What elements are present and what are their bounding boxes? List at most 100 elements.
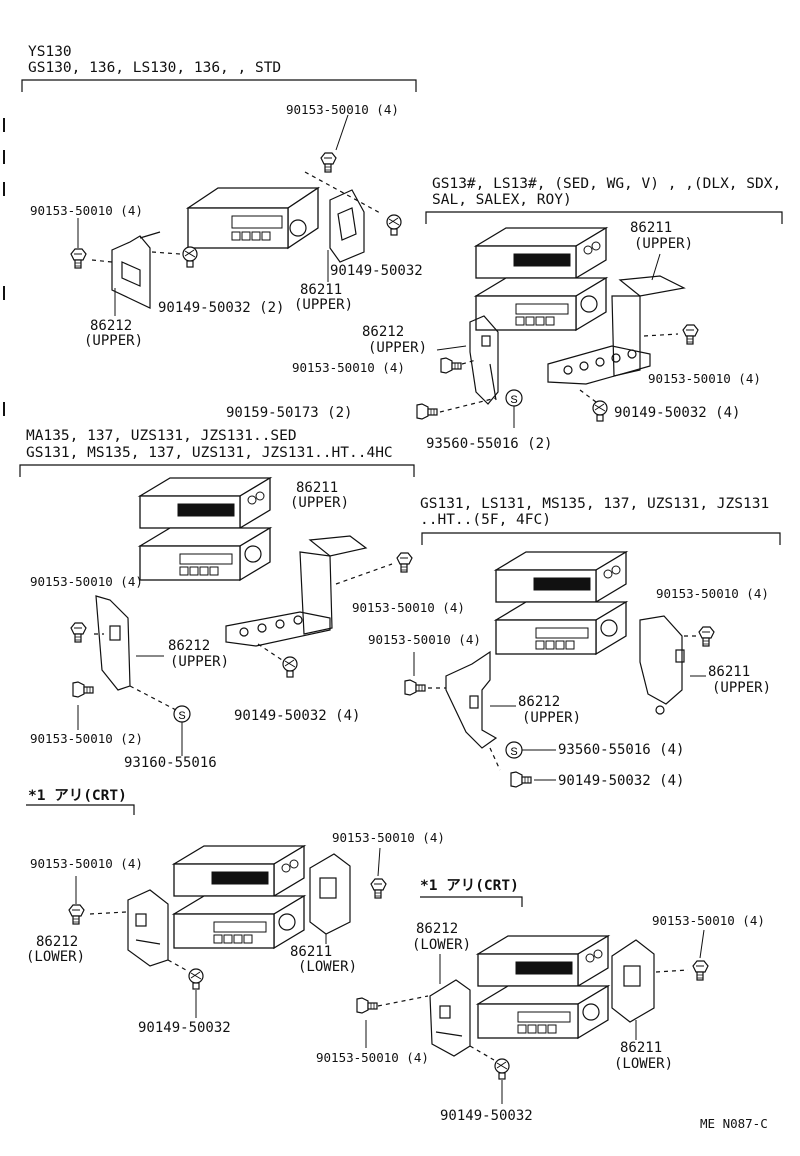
bolt-icon [510,771,532,788]
part-label: 86212 [90,318,133,334]
bracket-ys130 [21,79,417,92]
bracket-86211-upper-s4 [639,615,685,715]
section-ys130-line1: YS130 [28,44,72,60]
part-label: (UPPER) [522,710,582,726]
radio-stack-ma135 [139,477,271,581]
bolt-icon [70,248,87,269]
bolt-icon [682,324,699,345]
part-label: 93560-55016 (4) [558,742,685,758]
part-label: 90153-50010 (4) [292,360,405,375]
radio-stack-gs131 [495,551,627,655]
section-crt-right-title: *1 アリ(CRT) [420,878,519,894]
bracket-86212-lower-s6 [429,979,471,1057]
part-label: 90153-50010 (4) [648,371,761,386]
section-ys130-line2: GS130, 136, LS130, 136, , STD [28,60,282,76]
screw-icon [182,246,198,268]
part-label: 90149-50032 (4) [558,773,685,789]
part-label: 90149-50032 [440,1108,533,1124]
part-label: 90153-50010 (4) [332,830,445,845]
bolt-icon [72,681,94,698]
part-label: 93560-55016 (2) [426,436,553,452]
bracket-crt-right [420,896,523,907]
bolt-icon [370,878,387,899]
part-label: 86211 [620,1040,663,1056]
section-gs13x-line2: SAL, SALEX, ROY) [432,192,572,208]
section-ma135-line1: MA135, 137, UZS131, JZS131..SED [26,428,297,444]
screw-icon [282,656,298,678]
bolt-icon [356,997,378,1014]
bracket-86212-upper-s2 [469,315,499,405]
part-label: 90153-50010 (4) [30,856,143,871]
bracket-gs131 [421,532,781,545]
part-label: (LOWER) [26,949,86,965]
bracket-86211-upper-s2 [547,275,686,385]
part-label: (UPPER) [290,495,350,511]
section-ma135-line2: GS131, MS135, 137, UZS131, JZS131..HT..4… [26,445,393,461]
part-label: 86211 [708,664,751,680]
part-label: 90149-50032 (2) [158,300,285,316]
radio-stack-crt-left [173,845,305,949]
section-crt-left-title: *1 アリ(CRT) [28,788,127,804]
screw-icon [592,400,608,422]
part-label: 90153-50010 (4) [368,632,481,647]
part-label: (UPPER) [712,680,772,696]
bolt-icon [404,679,426,696]
part-label: (UPPER) [84,333,144,349]
part-label: 90153-50010 (4) [286,102,399,117]
bracket-86212-upper-s4 [445,650,498,749]
part-label: 86212 [518,694,561,710]
part-label: 86211 [296,480,339,496]
diagram-code: ME N087-C [700,1116,768,1131]
radio-stack-crt-right [477,935,609,1039]
bracket-86212-upper-s3 [95,595,131,691]
part-label: 90159-50173 (2) [226,405,353,421]
part-label: (LOWER) [412,937,472,953]
part-label: 90149-50032 (4) [614,405,741,421]
part-label: 90153-50010 (2) [30,731,143,746]
screw-icon [188,968,204,990]
part-label: 90153-50010 (4) [316,1050,429,1065]
bracket-crt-left [26,804,135,815]
bracket-86212-upper-s1 [111,231,161,309]
part-label: 86212 [416,921,459,937]
clip-icon: S [505,389,523,407]
part-label: (LOWER) [298,959,358,975]
bolt-icon [440,357,462,374]
part-label: 90149-50032 [330,263,423,279]
bolt-icon [68,904,85,925]
bolt-icon [692,960,709,981]
bolt-icon [70,622,87,643]
part-label: 90149-50032 [138,1020,231,1036]
part-label: 90153-50010 (4) [652,913,765,928]
svg-text:S: S [178,710,185,722]
screw-icon [494,1058,510,1080]
section-gs13x-line1: GS13#, LS13#, (SED, WG, V) , ,(DLX, SDX, [432,176,782,192]
bracket-86211-lower-s5 [309,853,351,935]
part-label: 86211 [300,282,343,298]
part-label: (LOWER) [614,1056,674,1072]
bracket-86212-lower-s5 [127,889,169,967]
part-label: 86212 [168,638,211,654]
part-label: 90149-50032 (4) [234,708,361,724]
bolt-icon [416,403,438,420]
part-label: 86211 [290,944,333,960]
svg-text:S: S [510,394,517,406]
part-label: (UPPER) [634,236,694,252]
part-label: 86212 [36,934,79,950]
bolt-icon [320,152,337,173]
bracket-gs13x [425,211,783,224]
part-label: 93160-55016 [124,755,217,771]
bolt-icon [396,552,413,573]
clip-icon: S [505,741,523,759]
svg-text:S: S [510,746,517,758]
part-label: 86211 [630,220,673,236]
part-label: (UPPER) [294,297,354,313]
part-label: 90153-50010 (4) [656,586,769,601]
part-label: 86212 [362,324,405,340]
part-label: (UPPER) [170,654,230,670]
bracket-86211-lower-s6 [611,939,655,1023]
screw-icon [386,214,402,236]
section-gs131-line1: GS131, LS131, MS135, 137, UZS131, JZS131 [420,496,770,512]
